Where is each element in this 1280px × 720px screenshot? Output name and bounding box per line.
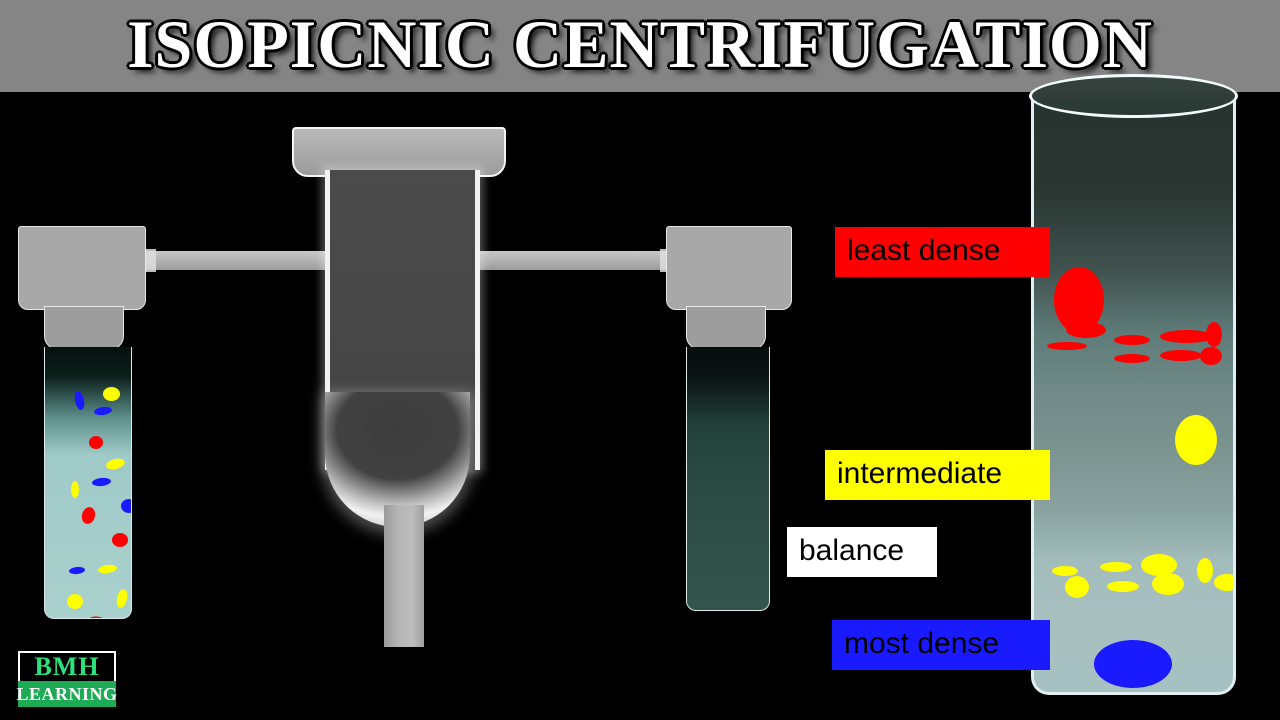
- label-least-dense: least dense: [835, 227, 1050, 277]
- sample-particle: [91, 477, 112, 487]
- sample-particle: [103, 387, 120, 401]
- density-band-particle: [1206, 322, 1222, 347]
- density-band-particle: [1214, 574, 1233, 591]
- density-band-particle: [1141, 554, 1177, 576]
- density-band-particle: [1114, 354, 1150, 363]
- sample-particle: [131, 383, 132, 404]
- sample-particle: [115, 588, 129, 609]
- density-band-particle: [1152, 573, 1184, 595]
- balance-tube: [686, 347, 770, 611]
- logo-primary-text: BMH: [18, 651, 116, 683]
- density-band-particle: [1119, 692, 1173, 695]
- right-bucket-head: [666, 226, 792, 310]
- density-band-particle: [1100, 562, 1132, 572]
- sample-particle: [67, 594, 83, 609]
- density-band-particle: [1114, 335, 1150, 345]
- title-banner: ISOPICNIC CENTRIFUGATION: [0, 0, 1280, 92]
- sample-particle: [71, 481, 79, 498]
- density-band-particle: [1160, 330, 1214, 343]
- density-gradient-tube: [1031, 92, 1236, 695]
- page-title: ISOPICNIC CENTRIFUGATION: [127, 5, 1153, 82]
- density-band-particle: [1200, 347, 1222, 365]
- density-band-particle: [1047, 342, 1087, 350]
- centrifuge-shaft: [384, 505, 424, 647]
- density-gradient-tube-rim: [1029, 74, 1238, 118]
- sample-particle: [89, 436, 103, 449]
- right-bucket-neck: [686, 306, 766, 350]
- label-most-dense: most dense: [832, 620, 1050, 670]
- sample-tube: [44, 347, 132, 619]
- logo: BMH LEARNING: [17, 651, 118, 709]
- centre-rotor-cap: [292, 127, 506, 177]
- sample-particle: [105, 456, 126, 472]
- density-band-particle: [1197, 558, 1213, 583]
- sample-particle: [121, 499, 131, 513]
- density-band-particle: [1066, 322, 1106, 338]
- density-band-particle: [1094, 640, 1172, 688]
- sample-particle: [68, 566, 86, 575]
- density-band-particle: [1175, 415, 1217, 465]
- density-band-particle: [1160, 350, 1202, 361]
- centre-tube-bottom: [325, 392, 470, 527]
- label-intermediate: intermediate: [825, 450, 1050, 500]
- density-band-particle: [1202, 692, 1220, 695]
- density-band-particle: [1065, 576, 1089, 598]
- sample-particle: [112, 533, 128, 547]
- density-band-particle: [1052, 566, 1078, 576]
- sample-particle: [73, 390, 86, 411]
- left-bucket-head: [18, 226, 146, 310]
- sample-particle: [93, 405, 113, 417]
- label-balance: balance: [787, 527, 937, 577]
- sample-particle: [79, 505, 98, 526]
- logo-secondary-text: LEARNING: [17, 681, 117, 707]
- sample-particle: [97, 563, 118, 575]
- left-bucket-neck: [44, 306, 124, 350]
- sample-particle: [88, 614, 110, 618]
- density-band-particle: [1107, 581, 1139, 592]
